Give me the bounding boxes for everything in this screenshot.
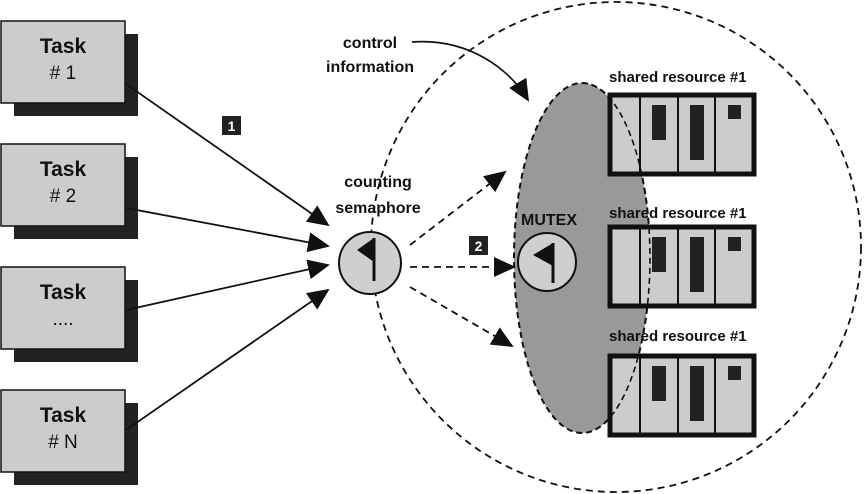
semaphore-label-line1: counting: [344, 174, 412, 191]
arrow-task2-semaphore: [125, 207, 330, 253]
task-box-4[interactable]: Task # N: [0, 389, 138, 485]
task-box-2[interactable]: Task # 2: [0, 143, 138, 239]
semaphore-label-line2: semaphore: [335, 200, 420, 217]
arrow-task1-semaphore: [125, 83, 330, 227]
control-info-line1: control: [343, 35, 397, 52]
counting-semaphore[interactable]: [338, 231, 402, 295]
task-number: # 1: [50, 63, 76, 84]
mutex-region-edge: [581, 82, 651, 434]
shared-resource-1[interactable]: shared resource #1: [607, 69, 757, 177]
resource-label: shared resource #1: [609, 328, 747, 345]
resource-label: shared resource #1: [609, 205, 747, 222]
control-info-line2: information: [326, 59, 414, 76]
task-card: [0, 389, 126, 473]
arrow-semaphore-down: [409, 286, 514, 348]
resource-label: shared resource #1: [609, 69, 747, 86]
step-badge-2: 2: [469, 236, 488, 255]
task-box-3[interactable]: Task ....: [0, 266, 138, 362]
task-title: Task: [40, 281, 87, 304]
task-number: # 2: [50, 186, 76, 207]
task-card: [0, 20, 126, 104]
flag-icon: [357, 238, 376, 281]
arrow-taskN-semaphore: [125, 288, 330, 431]
step-badge-text: 2: [475, 238, 483, 254]
step-badge-text: 1: [228, 118, 236, 134]
shared-resource-2[interactable]: shared resource #1: [607, 205, 757, 309]
mutex-label: MUTEX: [521, 212, 577, 229]
flag-icon: [533, 243, 555, 283]
arrow-control-info: [411, 40, 530, 102]
task-card: [0, 266, 126, 350]
step-badge-1: 1: [222, 116, 241, 135]
mutex-semaphore[interactable]: [517, 232, 577, 292]
task-number: # N: [48, 432, 78, 453]
task-number: ....: [52, 309, 73, 330]
arrow-task3-semaphore: [125, 259, 330, 311]
task-title: Task: [40, 35, 87, 58]
arrow-semaphore-up: [409, 170, 507, 246]
task-card: [0, 143, 126, 227]
task-title: Task: [40, 158, 87, 181]
task-title: Task: [40, 404, 87, 427]
task-box-1[interactable]: Task # 1: [0, 20, 138, 116]
